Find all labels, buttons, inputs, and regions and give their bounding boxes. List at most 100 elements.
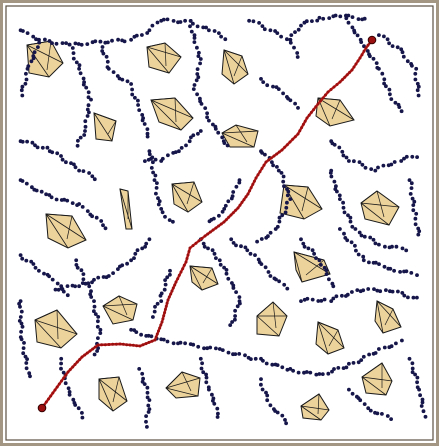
path-node bbox=[362, 49, 366, 53]
tree-node bbox=[77, 284, 81, 289]
obstacle-edge bbox=[119, 188, 133, 230]
tree-node bbox=[81, 272, 86, 276]
tree-node bbox=[103, 226, 108, 231]
tree-node bbox=[356, 360, 361, 365]
tree-node bbox=[225, 143, 230, 148]
obstacle-edge bbox=[93, 112, 117, 122]
tree-node bbox=[177, 149, 181, 154]
path-node bbox=[182, 263, 186, 267]
obstacle-edge bbox=[112, 376, 120, 403]
obstacle-edge bbox=[221, 132, 255, 148]
tree-node bbox=[340, 293, 344, 298]
obstacle-edge bbox=[98, 376, 120, 380]
tree-node bbox=[306, 246, 311, 251]
tree-node bbox=[410, 196, 415, 201]
tree-node bbox=[263, 152, 267, 157]
tree-node bbox=[135, 248, 140, 253]
obstacle-edge bbox=[317, 321, 339, 331]
path-node bbox=[64, 373, 68, 377]
tree-node bbox=[24, 77, 29, 82]
tree-node bbox=[110, 38, 114, 43]
tree-node bbox=[19, 321, 24, 326]
tree-node bbox=[129, 327, 134, 332]
tree-node bbox=[341, 153, 346, 158]
path-node bbox=[166, 298, 170, 302]
tree-node bbox=[200, 361, 205, 366]
tree-node bbox=[231, 241, 236, 245]
path-node bbox=[272, 154, 276, 158]
path-node bbox=[324, 93, 327, 97]
tree-node bbox=[334, 294, 339, 299]
tree-node bbox=[154, 191, 158, 196]
tree-node bbox=[423, 414, 428, 419]
tree-node bbox=[20, 256, 25, 261]
tree-node bbox=[373, 260, 378, 265]
obstacle-edge bbox=[189, 265, 219, 285]
tree-node bbox=[111, 271, 115, 275]
tree-node bbox=[348, 215, 353, 220]
tree-node bbox=[81, 169, 86, 174]
obstacle-polygon bbox=[361, 362, 393, 396]
tree-node bbox=[96, 315, 101, 319]
tree-node bbox=[384, 288, 388, 292]
tree-node bbox=[35, 145, 40, 150]
tree-node bbox=[213, 126, 218, 131]
tree-node bbox=[20, 84, 25, 89]
obstacle-polygon bbox=[171, 181, 203, 213]
tree-node bbox=[415, 81, 420, 86]
tree-node bbox=[330, 369, 334, 374]
obstacle-edge bbox=[202, 267, 213, 284]
tree-node bbox=[413, 77, 418, 82]
tree-node bbox=[249, 357, 253, 361]
tree-node bbox=[122, 39, 127, 44]
tree-node bbox=[285, 193, 290, 198]
tree-node bbox=[201, 25, 206, 30]
tree-node bbox=[259, 382, 263, 387]
tree-node bbox=[359, 40, 364, 44]
tree-node bbox=[98, 331, 103, 335]
tree-node bbox=[342, 231, 346, 236]
tree-node bbox=[140, 118, 145, 123]
tree-node bbox=[65, 293, 70, 298]
path-node bbox=[358, 56, 362, 60]
tree-node bbox=[19, 329, 23, 334]
tree-node bbox=[162, 287, 167, 292]
tree-node bbox=[145, 127, 150, 131]
tree-node bbox=[82, 133, 87, 137]
tree-node bbox=[347, 159, 351, 163]
tree-node bbox=[86, 103, 91, 108]
tree-node bbox=[130, 87, 135, 92]
tree-branch bbox=[329, 139, 419, 173]
tree-node bbox=[139, 332, 144, 337]
path-node bbox=[264, 160, 268, 164]
tree-node bbox=[355, 33, 360, 38]
tree-node bbox=[49, 195, 54, 200]
path-node bbox=[138, 344, 142, 348]
obstacle-polygon bbox=[315, 321, 345, 355]
tree-node bbox=[375, 411, 380, 416]
tree-node bbox=[359, 358, 364, 362]
tree-node bbox=[387, 41, 391, 46]
tree-node bbox=[277, 279, 281, 284]
tree-node bbox=[206, 246, 210, 251]
obstacle-polygon bbox=[360, 190, 400, 226]
tree-node bbox=[276, 168, 281, 173]
tree-node bbox=[352, 30, 357, 35]
tree-node bbox=[327, 277, 331, 282]
tree-node bbox=[237, 352, 242, 356]
path-node bbox=[169, 292, 173, 296]
tree-node bbox=[218, 262, 223, 267]
tree-node bbox=[19, 337, 24, 342]
obstacle-edge bbox=[384, 308, 394, 326]
obstacle-polygon bbox=[119, 188, 133, 230]
tree-node bbox=[211, 122, 215, 127]
tree-node bbox=[253, 356, 258, 361]
obstacle-polygon bbox=[34, 309, 78, 349]
tree-node bbox=[60, 157, 65, 162]
tree-node bbox=[410, 154, 415, 159]
tree-node bbox=[237, 180, 242, 185]
tree-node bbox=[141, 376, 146, 381]
tree-node bbox=[410, 361, 415, 366]
path-node bbox=[203, 234, 207, 238]
path-node bbox=[338, 80, 342, 84]
